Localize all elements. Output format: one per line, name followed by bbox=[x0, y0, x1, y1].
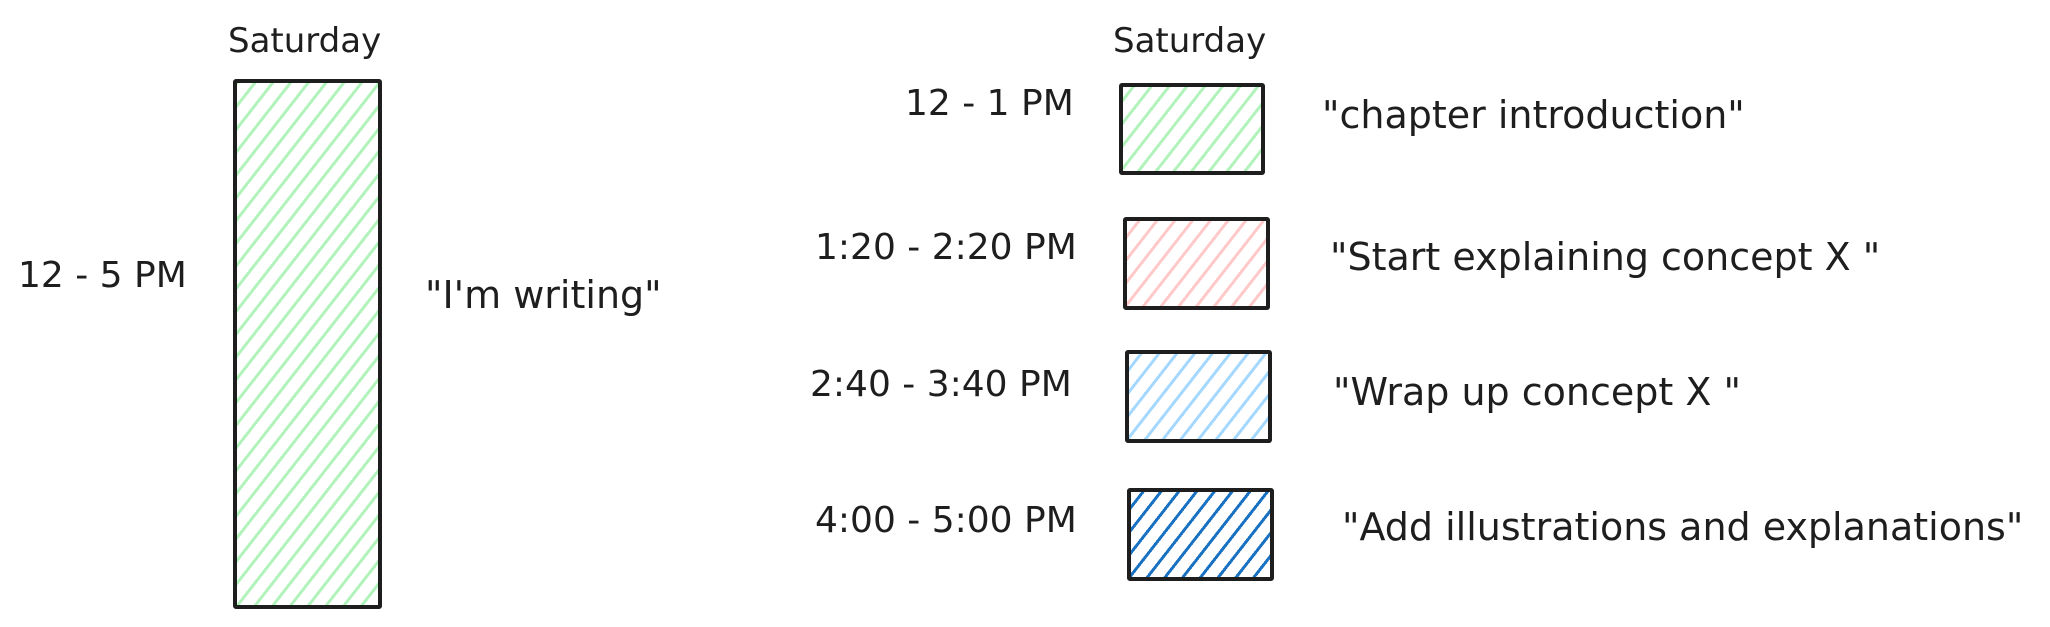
session-3-block bbox=[1125, 350, 1272, 443]
left-day-label: Saturday bbox=[228, 21, 382, 61]
session-2-time: 1:20 - 2:20 PM bbox=[815, 227, 1077, 268]
session-4-description: "Add illustrations and explanations" bbox=[1342, 505, 2024, 549]
session-2-description: "Start explaining concept X " bbox=[1330, 235, 1881, 279]
session-2-block bbox=[1123, 217, 1270, 310]
session-4-block bbox=[1127, 488, 1274, 581]
left-description: "I'm writing" bbox=[425, 273, 662, 317]
right-day-label: Saturday bbox=[1113, 21, 1267, 61]
session-3-description: "Wrap up concept X " bbox=[1333, 370, 1741, 414]
session-3-time: 2:40 - 3:40 PM bbox=[810, 364, 1072, 405]
session-1-time: 12 - 1 PM bbox=[905, 83, 1074, 124]
left-time-block bbox=[233, 79, 382, 609]
session-1-description: "chapter introduction" bbox=[1322, 93, 1745, 137]
left-time-label: 12 - 5 PM bbox=[18, 255, 187, 296]
session-1-block bbox=[1119, 83, 1265, 175]
session-4-time: 4:00 - 5:00 PM bbox=[815, 500, 1077, 541]
